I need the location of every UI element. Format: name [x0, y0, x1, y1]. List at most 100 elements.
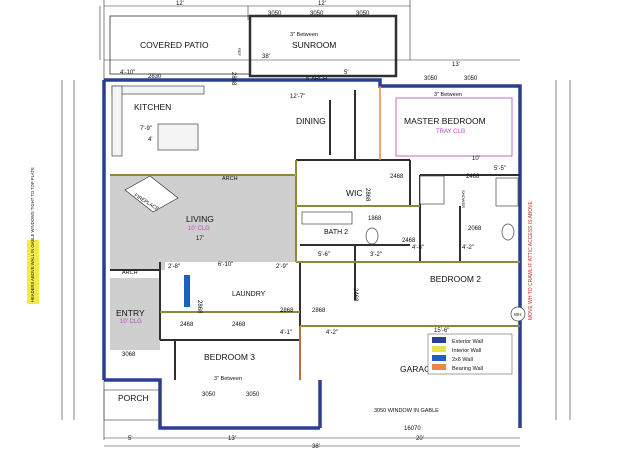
entry-label: ENTRY — [116, 308, 145, 318]
entry-floor — [110, 278, 160, 350]
dim-2468-a: 2468 — [390, 174, 404, 180]
ceiling-labels: TRAY CLG 10' CLG 10' CLG — [120, 129, 466, 325]
legend-label-exterior: Exterior Wall — [452, 339, 483, 345]
dim-17: 17' — [196, 236, 204, 242]
dim-top-3050-b: 3050 — [310, 11, 324, 17]
room-labels: COVERED PATIO SUNROOM KITCHEN DINING MAS… — [116, 40, 486, 403]
legend-item: Exterior Wall — [432, 337, 483, 345]
wall-legend: Exterior Wall Interior Wall 2x6 Wall Bea… — [427, 333, 513, 375]
interior-wall-highlights — [110, 160, 520, 327]
bath-fixtures — [301, 175, 526, 322]
dim-20-bot: 20' — [416, 436, 424, 442]
dim-5: 5' — [344, 70, 348, 76]
dim-top-3050-c: 3050 — [356, 11, 370, 17]
between-master-label: 3" Between — [434, 92, 462, 98]
patio-walls — [109, 14, 398, 78]
bath2-label: BATH 2 — [324, 229, 348, 236]
legend-label-2x6: 2x6 Wall — [452, 357, 473, 363]
dim-3050-m2: 3050 — [464, 76, 478, 82]
legend-label-bearing: Bearing Wall — [452, 366, 483, 372]
porch-label: PORCH — [118, 393, 149, 403]
dim-4-2a: 4'-2" — [462, 245, 474, 251]
entry-ceiling-label: 10' CLG — [120, 319, 142, 325]
dim-10: 10' — [472, 156, 480, 162]
dim-top-3050-a: 3050 — [268, 11, 282, 17]
dim-2468-b: 2468 — [466, 174, 480, 180]
kitchen-cabinets — [111, 85, 205, 157]
dim-4-8: 4'-8" — [412, 245, 424, 251]
dim-38-bot: 38' — [312, 444, 320, 450]
bearing-walls — [299, 86, 381, 380]
living-label: LIVING — [186, 214, 214, 224]
wall-2x6 — [184, 275, 190, 307]
dim-3050-b1: 3050 — [202, 392, 216, 398]
dim-4-2b: 4'-2" — [326, 330, 338, 336]
misc-labels: 3" Between 3" Between 3" Between 5' ARCH… — [122, 32, 522, 414]
bedroom3-label: BEDROOM 3 — [204, 352, 255, 362]
kitchen-label: KITCHEN — [134, 102, 171, 112]
garage-label: GARAGE — [400, 364, 437, 374]
dim-3050-m1: 3050 — [424, 76, 438, 82]
shower-label: SHOWER — [461, 190, 466, 208]
dimension-labels: 12' 3050 3050 3050 12' 38' 13' 4'-10" 28… — [120, 1, 506, 450]
dim-2-9: 2'-9" — [276, 264, 288, 270]
living-ceiling-label: 10' CLG — [188, 226, 210, 232]
dim-1868: 1868 — [368, 216, 382, 222]
dim-7-9: 7'-9" — [140, 126, 152, 132]
arch-entry-label: ARCH — [122, 270, 138, 276]
master-ceiling-label: TRAY CLG — [436, 129, 466, 135]
dim-3050-b2: 3050 — [246, 392, 260, 398]
legend-label-interior: Interior Wall — [452, 348, 481, 354]
dim-3-2: 3'-2" — [370, 252, 382, 258]
dining-label: DINING — [296, 116, 326, 126]
dim-top-12b: 12' — [318, 1, 326, 7]
garage-window-label: 3050 WINDOW IN GABLE — [374, 408, 439, 414]
dim-15-6: 15'-6" — [434, 328, 449, 334]
between-top-label: 3" Between — [290, 32, 318, 38]
dim-2868-w: 2868 — [364, 188, 370, 202]
dim-2068: 2068 — [468, 226, 482, 232]
dim-3068: 3068 — [122, 352, 136, 358]
legend-swatch-2x6 — [432, 355, 446, 361]
ref-label: REF — [237, 48, 242, 57]
dim-12-7: 12'-7" — [290, 94, 305, 100]
dim-5-5: 5'-5" — [494, 166, 506, 172]
dim-5-bot: 5' — [128, 436, 132, 442]
arch-living-label: ARCH — [222, 176, 238, 182]
legend-swatch-exterior — [432, 337, 446, 343]
bedroom2-label: BEDROOM 2 — [430, 274, 481, 284]
dim-2468-e: 2468 — [232, 322, 246, 328]
garage-note: MOVE WH TO CRAWL IF ATTIC ACCESS IS ABOV… — [528, 201, 534, 320]
legend-item: Bearing Wall — [432, 364, 483, 372]
dim-2-8: 2'-8" — [168, 264, 180, 270]
header-note-box — [27, 240, 39, 304]
dim-6-10: 6'-10" — [218, 262, 233, 268]
dim-13-top: 13' — [452, 62, 460, 68]
dim-2468-d: 2468 — [180, 322, 194, 328]
arch-kitchen-label: 5' ARCH — [306, 76, 327, 82]
dim-2468-c: 2468 — [402, 238, 416, 244]
dim-2868-x: 2868 — [196, 300, 202, 314]
dim-2468-f: 2468 — [352, 288, 358, 302]
dim-4-10: 4'-10" — [120, 70, 135, 76]
dim-2868-b: 2868 — [280, 308, 294, 314]
fireplace-icon — [124, 175, 179, 213]
sunroom-label: SUNROOM — [292, 40, 336, 50]
legend-item: 2x6 Wall — [432, 355, 473, 363]
dim-16070: 16070 — [404, 426, 421, 432]
header-note: HEADERS ABOVE WALL IN GABLE WINDOWS TIGH… — [30, 167, 35, 302]
dim-38-top: 38' — [262, 54, 270, 60]
master-bedroom-label: MASTER BEDROOM — [404, 116, 486, 126]
legend-swatch-interior — [432, 346, 446, 352]
dim-4-1: 4'-1" — [280, 330, 292, 336]
laundry-label: LAUNDRY — [232, 291, 266, 298]
dim-2868-c: 2868 — [312, 308, 326, 314]
wh-label: WH — [514, 312, 522, 317]
legend-swatch-bearing — [432, 364, 446, 370]
dim-2868-a: 2868 — [230, 72, 236, 86]
covered-patio-label: COVERED PATIO — [140, 40, 209, 50]
dim-4: 4' — [148, 137, 152, 143]
dim-13-bot: 13' — [228, 436, 236, 442]
tray-ceiling-outline — [395, 97, 513, 157]
